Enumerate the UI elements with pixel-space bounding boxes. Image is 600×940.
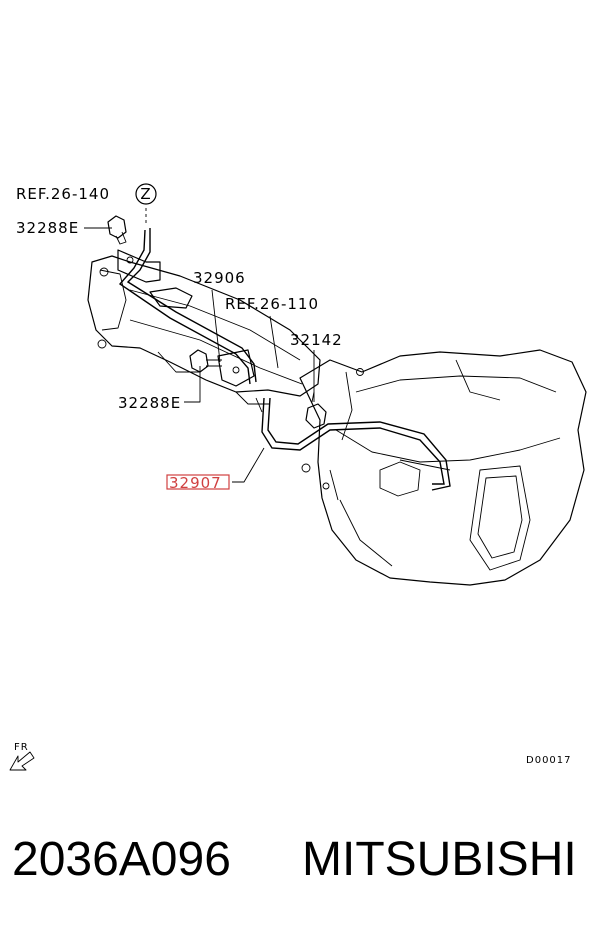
label-bolt-32288e-top: 32288E xyxy=(16,219,79,237)
extension-housing xyxy=(87,255,321,413)
bolt-32288e-bottom xyxy=(189,349,222,373)
part-number: 2036A096 xyxy=(12,833,231,886)
diagram-id: D00017 xyxy=(526,755,572,766)
tube-32906 xyxy=(118,228,257,385)
bracket-top xyxy=(117,249,193,309)
label-bolt-32288e-bottom: 32288E xyxy=(118,394,181,412)
label-ref-26-110: REF.26-110 xyxy=(225,295,319,313)
label-sensor-32142: 32142 xyxy=(290,331,343,349)
bolt-32288e-top xyxy=(107,215,127,245)
highlight-box-32907 xyxy=(166,474,230,490)
bracket-middle xyxy=(217,349,255,387)
label-tube-32907: 32907 xyxy=(169,474,222,492)
transmission-housing xyxy=(299,349,587,586)
label-front: FR xyxy=(14,742,29,753)
brand-name: MITSUBISHI xyxy=(302,833,577,886)
footer: 2036A096 MITSUBISHI xyxy=(0,832,600,902)
circle-z-marker xyxy=(135,183,157,205)
leader-lines xyxy=(84,208,315,483)
label-ref-26-140: REF.26-140 xyxy=(16,185,110,203)
label-tube-32906: 32906 xyxy=(193,269,246,287)
front-arrow-icon xyxy=(9,751,35,771)
circle-z-text: Z xyxy=(140,185,151,203)
tube-32907 xyxy=(261,397,451,491)
